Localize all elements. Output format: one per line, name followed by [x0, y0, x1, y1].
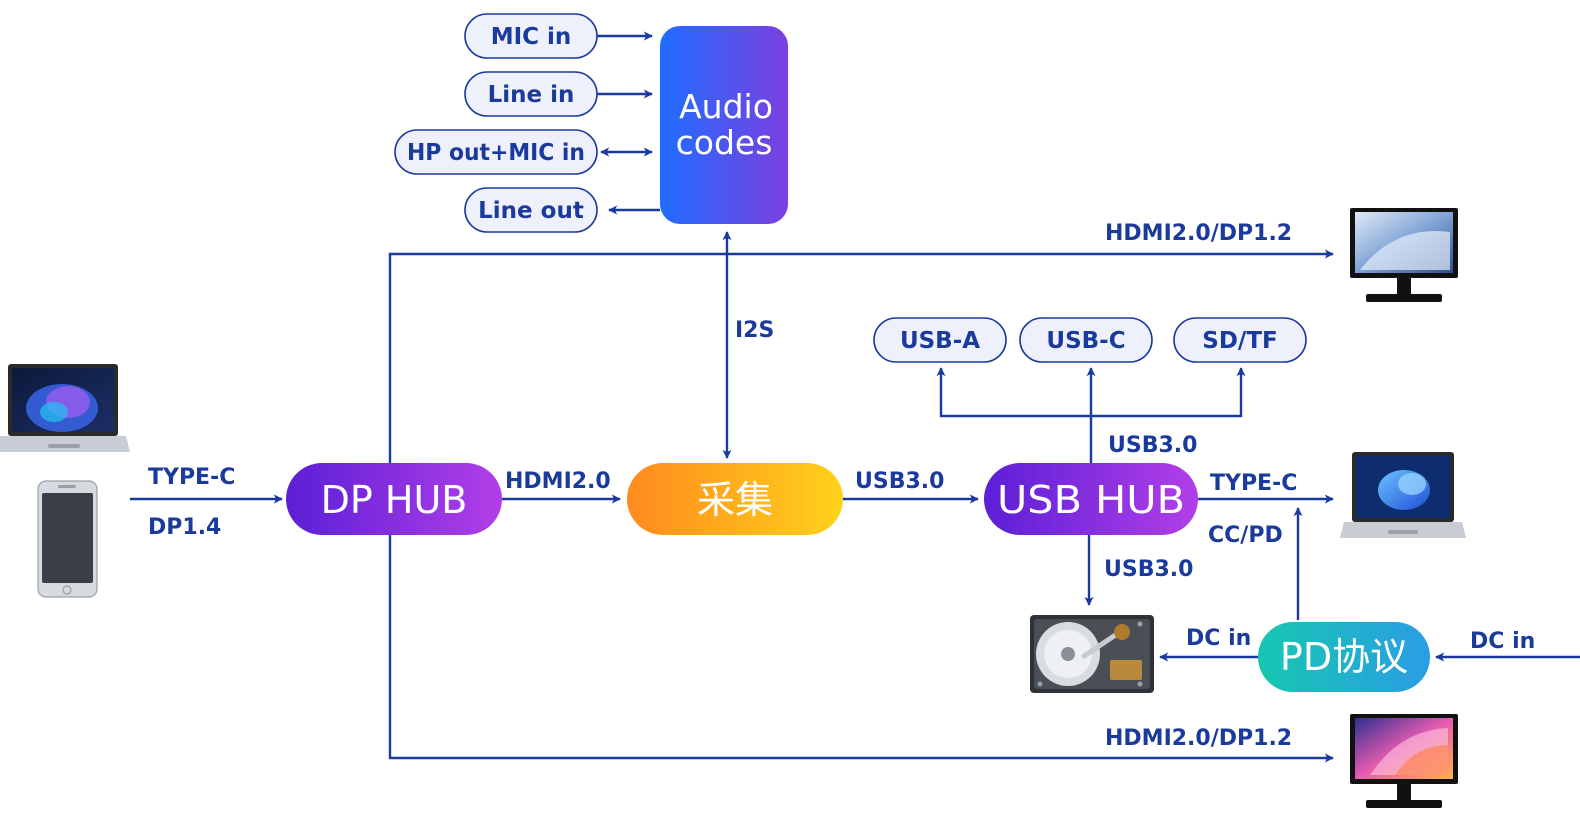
- line-in-label: Line in: [488, 82, 575, 108]
- phone-input-icon: [37, 480, 98, 598]
- line-out-label: Line out: [478, 198, 584, 224]
- label-hdmi20: HDMI2.0: [505, 469, 611, 494]
- audio-port-hp-mic: HP out+MIC in: [394, 129, 598, 175]
- audio-codec-line1: Audio: [679, 87, 773, 126]
- sd-tf-label: SD/TF: [1202, 328, 1277, 354]
- capture-label: 采集: [697, 478, 773, 522]
- wire-dp-bottom-monitor: [388, 534, 1334, 763]
- usb-a-label: USB-A: [900, 328, 980, 354]
- monitor-top-icon: [1350, 208, 1458, 302]
- connection-labels: HDMI2.0/DP1.2 HDMI2.0/DP1.2 I2S TYPE-C D…: [148, 221, 1535, 751]
- usb-hub-node: USB HUB: [984, 463, 1198, 535]
- label-usb30-down: USB3.0: [1104, 557, 1193, 582]
- usb-hub-label: USB HUB: [997, 478, 1185, 522]
- label-dc-in-right: DC in: [1470, 629, 1535, 654]
- usb-port-sd-tf: SD/TF: [1173, 317, 1307, 363]
- usb-port-usb-c: USB-C: [1019, 317, 1153, 363]
- wire-sd-tf: [1091, 367, 1246, 418]
- audio-port-line-in: Line in: [464, 71, 598, 117]
- mic-in-label: MIC in: [491, 24, 572, 50]
- laptop-input-icon: [0, 364, 130, 452]
- label-usb30-up: USB3.0: [1108, 433, 1197, 458]
- label-i2s: I2S: [735, 318, 774, 343]
- monitor-bottom-icon: [1350, 714, 1458, 808]
- pd-label: PD协议: [1280, 635, 1408, 679]
- label-type-c-out: TYPE-C: [1210, 471, 1297, 496]
- label-cc-pd: CC/PD: [1208, 523, 1283, 548]
- label-hdmi-dp-top: HDMI2.0/DP1.2: [1105, 221, 1292, 246]
- hard-drive-icon: [1030, 615, 1154, 693]
- wires: [130, 31, 1580, 763]
- label-hdmi-dp-bottom: HDMI2.0/DP1.2: [1105, 726, 1292, 751]
- pd-node: PD协议: [1258, 622, 1430, 692]
- capture-node: 采集: [627, 463, 843, 535]
- wire-dp-top-monitor: [388, 249, 1334, 465]
- dp-hub-label: DP HUB: [321, 478, 468, 522]
- laptop-output-icon: [1340, 452, 1466, 538]
- wire-usb-a: [936, 367, 1091, 418]
- audio-codec-line2: codes: [676, 123, 773, 162]
- label-type-c-in: TYPE-C: [148, 465, 235, 490]
- label-dp14: DP1.4: [148, 515, 221, 540]
- dp-hub-node: DP HUB: [286, 463, 502, 535]
- label-dc-in-left: DC in: [1186, 626, 1251, 651]
- audio-codec-node: Audio codes: [660, 26, 788, 224]
- label-usb30-cap: USB3.0: [855, 469, 944, 494]
- usb-c-label: USB-C: [1046, 328, 1125, 354]
- usb-port-usb-a: USB-A: [873, 317, 1007, 363]
- hp-mic-label: HP out+MIC in: [407, 140, 585, 166]
- audio-port-line-out: Line out: [464, 187, 598, 233]
- audio-port-mic-in: MIC in: [464, 13, 598, 59]
